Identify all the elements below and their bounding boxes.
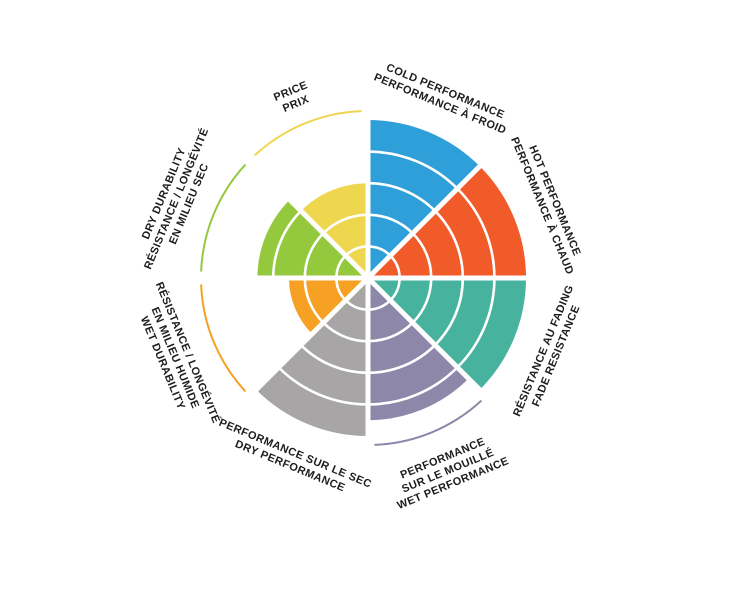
ring-divider bbox=[367, 181, 436, 212]
ring-divider bbox=[322, 321, 369, 343]
max-scale-arc-price bbox=[254, 110, 362, 156]
ring-divider bbox=[434, 277, 465, 346]
ring-divider bbox=[322, 213, 369, 235]
sector-wedge-dry-performance bbox=[256, 278, 368, 436]
sector-separator bbox=[253, 163, 370, 280]
ring-divider bbox=[277, 366, 369, 406]
sector-separator bbox=[253, 276, 370, 393]
sector-label-price: PRICEPRIX bbox=[272, 79, 315, 116]
ring-divider bbox=[303, 277, 325, 324]
max-scale-arc-wet-durability bbox=[200, 284, 246, 392]
sector-label-wet-durability: RÉSISTANCE / LONGÉVITÉEN MILIEU HUMIDEWE… bbox=[128, 280, 223, 435]
sector-separator bbox=[366, 276, 483, 393]
sector-label-dry-durability: DRY DURABILITYRÉSISTANCE / LONGÉVITÉEN M… bbox=[130, 121, 224, 276]
max-scale-arc-dry-durability bbox=[200, 164, 246, 272]
sector-wedge-wet-performance bbox=[368, 278, 469, 421]
sector-wedge-dry-durability bbox=[257, 199, 368, 278]
ring-divider bbox=[411, 232, 433, 279]
ring-divider bbox=[434, 210, 465, 279]
max-scale-arc-wet-performance bbox=[374, 400, 482, 446]
ring-divider bbox=[367, 321, 414, 343]
ring-divider bbox=[456, 187, 496, 279]
ring-divider bbox=[303, 232, 325, 279]
ring-divider bbox=[367, 150, 459, 190]
sector-wedge-fade-resistance bbox=[368, 278, 526, 390]
ring-divider bbox=[411, 277, 433, 324]
center-hub bbox=[362, 272, 374, 284]
ring-divider bbox=[367, 344, 436, 375]
sector-label-wet-performance: PERFORMANCESUR LE MOUILLÉWET PERFORMANCE bbox=[385, 430, 510, 512]
sector-wedge-wet-durability bbox=[289, 278, 368, 334]
ring-divider bbox=[367, 213, 414, 235]
ring-divider bbox=[271, 210, 302, 279]
sector-separator bbox=[366, 163, 483, 280]
sector-wedge-price bbox=[300, 183, 368, 278]
ring-divider bbox=[300, 344, 369, 375]
sector-wedge-hot-performance bbox=[368, 166, 526, 278]
ring-divider bbox=[367, 366, 459, 406]
sector-wedge-cold-performance bbox=[368, 120, 480, 278]
ring-divider bbox=[456, 277, 496, 369]
